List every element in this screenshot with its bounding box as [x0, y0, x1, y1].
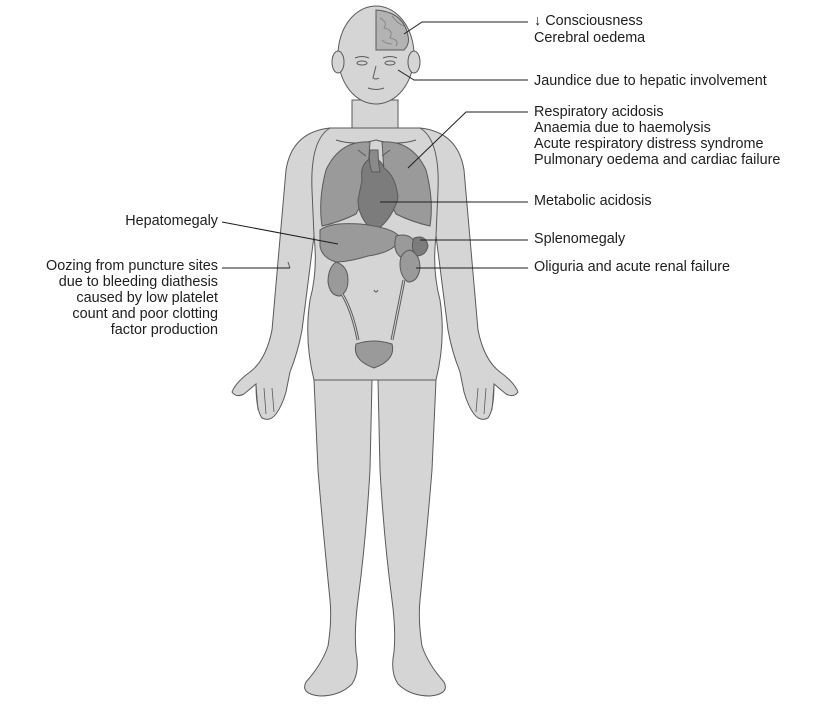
label-oozing-line-1: Oozing from puncture sites [46, 259, 218, 275]
label-ards: Acute respiratory distress syndrome [534, 137, 764, 153]
label-metabolic-acidosis: Metabolic acidosis [534, 194, 652, 210]
label-oozing-line-4: count and poor clotting [72, 307, 218, 323]
label-oozing-line-5: factor production [111, 323, 218, 339]
label-pulmonary-oedema: Pulmonary oedema and cardiac failure [534, 153, 780, 169]
label-cerebral-oedema: Cerebral oedema [534, 31, 645, 47]
right-leg [378, 380, 445, 696]
label-jaundice: Jaundice due to hepatic involvement [534, 74, 767, 90]
label-oozing-line-3: caused by low platelet [76, 291, 218, 307]
aorta [369, 150, 380, 172]
right-ear [408, 51, 420, 73]
label-respiratory-acidosis: Respiratory acidosis [534, 105, 664, 121]
left-leg [305, 380, 372, 696]
leader-consciousness [404, 22, 528, 34]
label-consciousness: ↓ Consciousness [534, 14, 643, 30]
label-oliguria: Oliguria and acute renal failure [534, 260, 730, 276]
left-ear [332, 51, 344, 73]
label-hepatomegaly: Hepatomegaly [125, 214, 218, 230]
label-oozing-line-2: due to bleeding diathesis [59, 275, 218, 291]
label-splenomegaly: Splenomegaly [534, 232, 625, 248]
label-anaemia: Anaemia due to haemolysis [534, 121, 711, 137]
right-kidney [400, 250, 420, 282]
